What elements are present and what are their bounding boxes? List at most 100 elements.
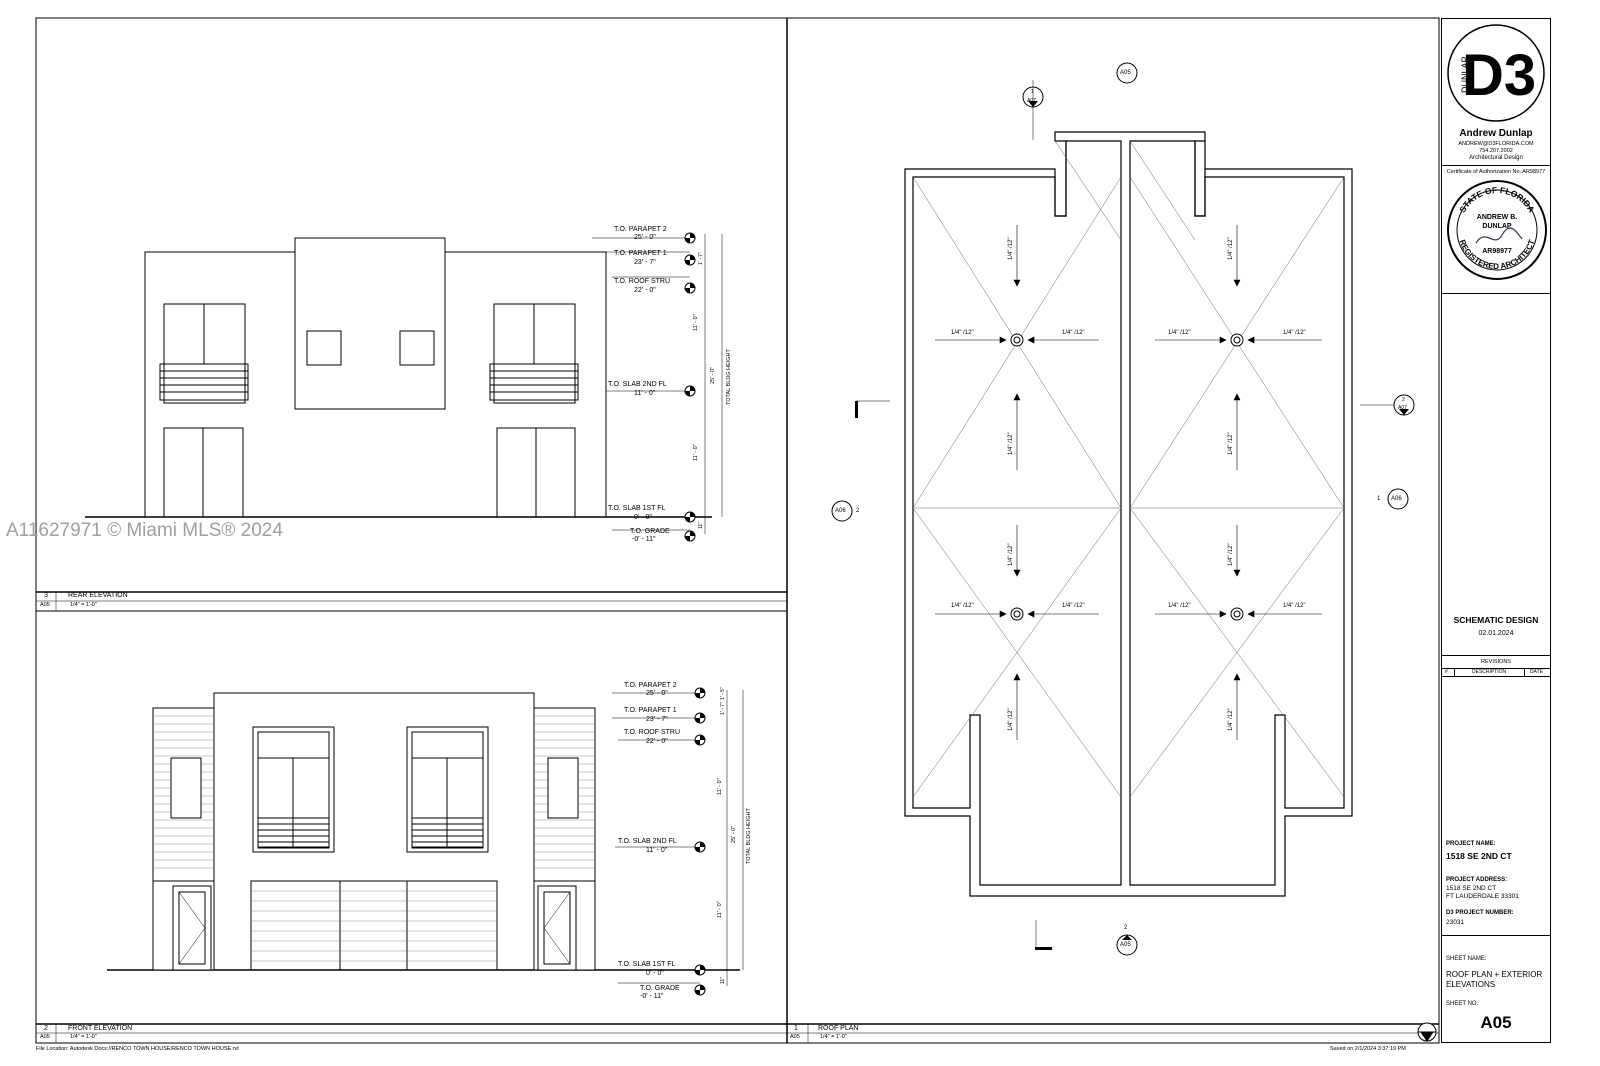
slope-label: 1/4" /12": [1228, 708, 1234, 731]
north-arrow: [1417, 1022, 1437, 1042]
saved-timestamp: Saved on 2/1/2024 3:37:19 PM: [1330, 1046, 1406, 1052]
rear-slab2-label: T.O. SLAB 2ND FL: [608, 381, 667, 388]
project-number: 23031: [1446, 919, 1465, 926]
front-parapet2-value: 25' - 0": [646, 690, 668, 697]
rear-dim-upper: 11' - 0": [693, 314, 699, 331]
rear-slab1-label: T.O. SLAB 1ST FL: [608, 505, 666, 512]
front-slab2-value: 11' - 0": [646, 847, 668, 854]
rear-parapet1-label: T.O. PARAPET 1: [614, 250, 667, 257]
seal-number: AR98977: [1482, 248, 1512, 255]
front-grade-label: T.O. GRADE: [640, 985, 680, 992]
front-parapet1-label: T.O. PARAPET 1: [624, 707, 677, 714]
rear-roof-stru-label: T.O. ROOF STRU: [614, 278, 670, 285]
rear-dim-lower: 11' - 0": [693, 444, 699, 461]
rear-dim-11in: 11": [698, 522, 704, 529]
rear-elevation-drawing: [85, 234, 723, 534]
architect-seal: STATE OF FLORIDA REGISTERED ARCHITECT AN…: [1447, 180, 1547, 280]
phase-date: 02.01.2024: [1478, 630, 1514, 637]
rear-grade-label: T.O. GRADE: [630, 528, 670, 535]
mls-watermark: A11627971 © Miami MLS® 2024: [6, 520, 283, 541]
project-name-label: PROJECT NAME:: [1446, 841, 1496, 847]
certificate: Certificate of Authorization No. AR98977: [1446, 169, 1546, 175]
project-address-line1: 1518 SE 2ND CT: [1446, 885, 1497, 892]
rear-slab1-value: 0' - 0": [634, 514, 652, 521]
rev-col-description: DESCRIPTION: [1472, 669, 1507, 675]
logo-vertical: DUNLAP: [1460, 56, 1470, 93]
slope-label: 1/4" /12": [1008, 237, 1014, 260]
front-slab2-label: T.O. SLAB 2ND FL: [618, 838, 677, 845]
tag-number-2: 2: [1402, 397, 1405, 403]
slope-label: 1/4" /12": [1283, 603, 1306, 609]
view-sheet: A05: [790, 1034, 800, 1040]
front-dim-11in: 11": [720, 977, 726, 984]
front-total-height: TOTAL BLDG HEIGHT: [746, 808, 752, 864]
slope-label: 1/4" /12": [951, 603, 974, 609]
rear-roof-stru-value: 22' - 0": [634, 287, 656, 294]
front-dim-1-5: 1' - 5": [720, 687, 726, 700]
view-scale: 1/4" = 1'-0": [70, 602, 97, 608]
front-elevation-drawing: [107, 690, 744, 986]
sheet-name-line1: ROOF PLAN + EXTERIOR: [1446, 970, 1543, 979]
slope-label: 1/4" /12": [1228, 237, 1234, 260]
front-parapet2-label: T.O. PARAPET 2: [624, 682, 677, 689]
slope-label: 1/4" /12": [1168, 603, 1191, 609]
view-scale: 1/4" = 1'-0": [820, 1034, 847, 1040]
view-number: 2: [44, 1025, 48, 1032]
seal-name1: ANDREW B.: [1477, 214, 1517, 221]
rear-parapet1-value: 23' - 7": [634, 259, 656, 266]
tag-number-2: 2: [1124, 925, 1128, 931]
d3-logo: D3 DUNLAP: [1447, 24, 1545, 122]
slope-label: 1/4" /12": [1008, 543, 1014, 566]
seal-name2: DUNLAP: [1482, 223, 1511, 230]
front-slab1-label: T.O. SLAB 1ST FL: [618, 961, 676, 968]
architect-email[interactable]: ANDREW@D3FLORIDA.COM: [1458, 141, 1534, 147]
revisions-title: REVISIONS: [1481, 659, 1511, 665]
rear-dim-total: 25' - 0": [710, 366, 716, 384]
view-number: 3: [44, 592, 48, 599]
front-parapet1-value: 23' - 7": [646, 716, 668, 723]
tag-a05-bottom[interactable]: A05: [1120, 942, 1131, 948]
slope-label: 1/4" /12": [1062, 603, 1085, 609]
project-name: 1518 SE 2ND CT: [1446, 851, 1512, 861]
rear-total-height: TOTAL BLDG HEIGHT: [726, 349, 732, 405]
view-sheet: A05: [40, 1034, 50, 1040]
title-block: D3 DUNLAP Andrew Dunlap ANDREW@D3FLORIDA…: [1441, 18, 1551, 1043]
rear-parapet2-value: 25' - 0": [634, 234, 656, 241]
slope-label: 1/4" /12": [1062, 330, 1085, 336]
front-dim-total: 25' - 0": [731, 825, 737, 843]
sheet-number: A05: [1480, 1013, 1512, 1032]
rear-dim-1-7: 1' - 7": [698, 252, 704, 265]
architect-discipline: Architectural Design: [1469, 155, 1523, 161]
slope-label: 1/4" /12": [1008, 432, 1014, 455]
roof-plan-drawing: [904, 131, 1353, 897]
project-number-label: D3 PROJECT NUMBER:: [1446, 910, 1514, 916]
front-dim-upper: 11' - 0": [717, 778, 723, 795]
front-roof-stru-label: T.O. ROOF STRU: [624, 729, 680, 736]
rear-parapet2-label: T.O. PARAPET 2: [614, 226, 667, 233]
view-title: REAR ELEVATION: [68, 592, 128, 599]
tag-a07-right[interactable]: A07: [1398, 405, 1407, 411]
elevation-tags: [831, 62, 1415, 956]
sheet-no-label: SHEET NO.: [1446, 1001, 1479, 1007]
slope-label: 1/4" /12": [1168, 330, 1191, 336]
level-markers: [684, 232, 706, 996]
slope-label: 1/4" /12": [951, 330, 974, 336]
signature-icon: [1475, 227, 1523, 244]
tag-a07-top[interactable]: A07: [1027, 98, 1036, 104]
slope-label: 1/4" /12": [1228, 432, 1234, 455]
front-dim-1-7: 1' - 7": [720, 702, 726, 715]
slope-label: 1/4" /12": [1283, 330, 1306, 336]
view-number: 1: [794, 1025, 798, 1032]
front-grade-value: -0' - 11": [640, 993, 664, 1000]
architect-name: Andrew Dunlap: [1459, 128, 1533, 139]
view-title: ROOF PLAN: [818, 1025, 859, 1032]
rev-col-date: DATE: [1530, 669, 1543, 675]
roof-drains: [1010, 333, 1244, 621]
tag-a06-right[interactable]: A06: [1391, 496, 1402, 502]
project-address-line2: FT LAUDERDALE 33301: [1446, 893, 1519, 900]
tag-a05-top[interactable]: A05: [1120, 70, 1131, 76]
tag-a06-left[interactable]: A06: [835, 508, 846, 514]
sheet-name-label: SHEET NAME:: [1446, 956, 1487, 962]
view-sheet: A05: [40, 602, 50, 608]
